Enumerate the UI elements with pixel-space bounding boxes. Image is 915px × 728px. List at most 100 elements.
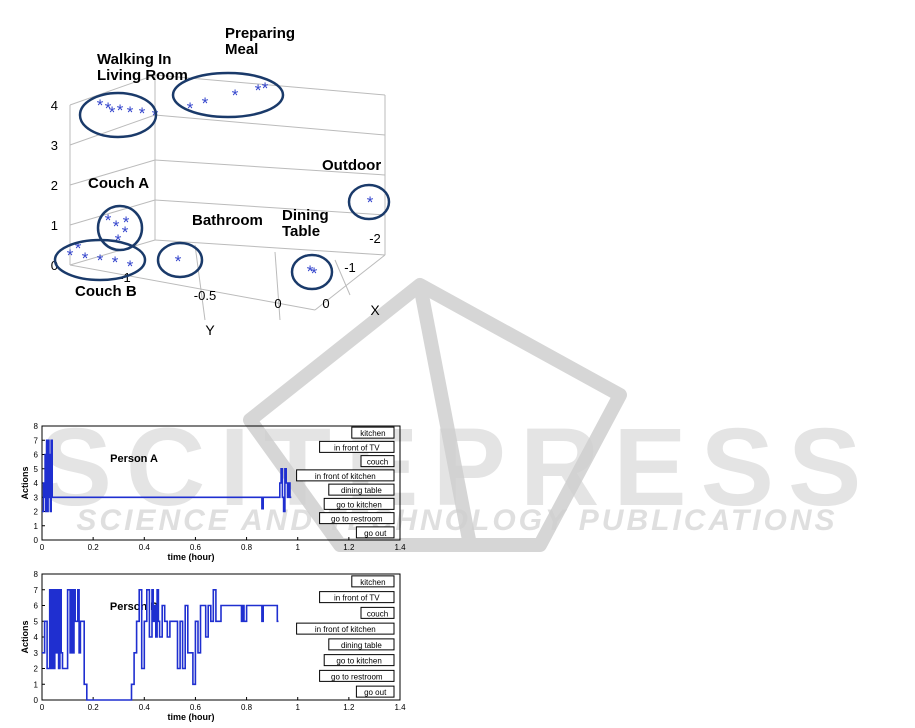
y-tick-label: 4: [34, 633, 39, 642]
x-tick-label: 1.4: [394, 543, 406, 552]
cluster-label: Walking In: [97, 51, 171, 68]
data-point: *: [367, 193, 374, 212]
x-axis-label: X: [370, 302, 380, 318]
legend-box: [360, 455, 395, 468]
x-tick-label: 1.2: [343, 703, 355, 712]
legend-item: in front of TV: [319, 440, 395, 453]
x-tick-label: -1: [344, 260, 356, 275]
legend-box: [328, 483, 395, 496]
cluster-label: Bathroom: [192, 212, 263, 229]
cluster-label: Living Room: [97, 67, 188, 84]
legend-item: in front of kitchen: [296, 622, 395, 635]
data-point: *: [122, 223, 129, 242]
x-tick-label: 1: [295, 543, 300, 552]
data-point: *: [82, 249, 89, 268]
legend-label: go out: [364, 688, 387, 697]
y-tick-label: 7: [34, 436, 39, 445]
cluster-ellipse: [96, 204, 144, 252]
grid-line: [154, 159, 386, 176]
x-tick-label: 0.8: [241, 543, 253, 552]
z-tick-label: 1: [51, 218, 58, 233]
y-tick-label: 1: [34, 680, 39, 689]
cluster-label: Dining: [282, 207, 329, 224]
data-point: *: [105, 211, 112, 230]
legend-label: go out: [364, 529, 387, 538]
data-point: *: [109, 103, 116, 122]
cluster-label: Couch B: [75, 283, 137, 300]
legend-label: go to kitchen: [336, 500, 381, 509]
legend-label: kitchen: [360, 429, 385, 438]
legend-item: dining table: [328, 483, 395, 496]
data-point: *: [75, 239, 82, 258]
legend-box: [355, 685, 395, 698]
legend-box: [323, 497, 395, 510]
legend-label: in front of kitchen: [315, 625, 376, 634]
z-tick-label: 4: [51, 98, 58, 113]
x-tick-label: 0.4: [139, 543, 151, 552]
y-tick-label: 7: [34, 586, 39, 595]
grid-line: [154, 114, 386, 136]
data-point: *: [202, 94, 209, 113]
x-axis-label: time (hour): [168, 712, 215, 722]
legend-item: couch: [360, 606, 395, 619]
legend-box: [296, 469, 395, 482]
grid-line: [314, 254, 386, 311]
legend-item: couch: [360, 455, 395, 468]
x-tick-label: 0: [40, 543, 45, 552]
y-tick-label: 0: [34, 696, 39, 705]
legend-box: [323, 654, 395, 667]
legend-item: kitchen: [351, 575, 395, 588]
x-tick-label: 0.2: [88, 543, 100, 552]
grid-line: [274, 251, 281, 321]
grid-line: [194, 244, 206, 321]
cluster-label: Couch A: [88, 175, 149, 192]
legend-item: go out: [355, 685, 395, 698]
x-tick-label: 0.2: [88, 703, 100, 712]
data-point: *: [232, 86, 239, 105]
x-tick-label: 0: [322, 296, 329, 311]
cluster-label: Table: [282, 223, 320, 240]
cluster-ellipse: [78, 91, 158, 139]
data-point: *: [127, 103, 134, 122]
cluster: * Outdoor: [322, 157, 391, 221]
cluster-ellipse: [290, 253, 334, 291]
watermark-book-shape: [243, 278, 627, 552]
data-point: *: [112, 253, 119, 272]
legend-box: [296, 622, 395, 635]
legend-box: [360, 606, 395, 619]
cluster-label: Outdoor: [322, 157, 381, 174]
chart-title: Person A: [110, 453, 158, 465]
grid-line: [69, 264, 316, 311]
data-point: *: [97, 251, 104, 270]
data-point: *: [307, 262, 314, 281]
legend-item: go to kitchen: [323, 497, 395, 510]
y-axis-label: Actions: [20, 466, 30, 499]
y-tick-label: 6: [34, 451, 39, 460]
grid-line: [154, 199, 386, 216]
x-tick-label: 0.6: [190, 703, 202, 712]
legend-label: couch: [367, 458, 388, 467]
y-tick-label: 8: [34, 422, 39, 431]
y-tick-label: 3: [34, 649, 39, 658]
legend-item: go out: [355, 526, 395, 539]
y-tick-label: 0: [34, 536, 39, 545]
grid-line: [154, 239, 386, 256]
legend-label: go to restroom: [331, 672, 383, 681]
data-point: *: [105, 99, 112, 118]
z-tick-label: 0: [51, 258, 58, 273]
legend-item: go to restroom: [319, 512, 395, 525]
x-tick-label: 0: [40, 703, 45, 712]
chart-title: Person B: [110, 601, 158, 613]
legend-item: in front of TV: [319, 591, 395, 604]
cluster: *Bathroom: [156, 212, 263, 279]
cluster-label: Preparing: [225, 25, 295, 42]
legend-item: in front of kitchen: [296, 469, 395, 482]
data-point: *: [187, 99, 194, 118]
cluster-ellipse: [156, 241, 204, 279]
series-line: [42, 589, 279, 701]
cluster: *****Couch A: [88, 175, 149, 252]
